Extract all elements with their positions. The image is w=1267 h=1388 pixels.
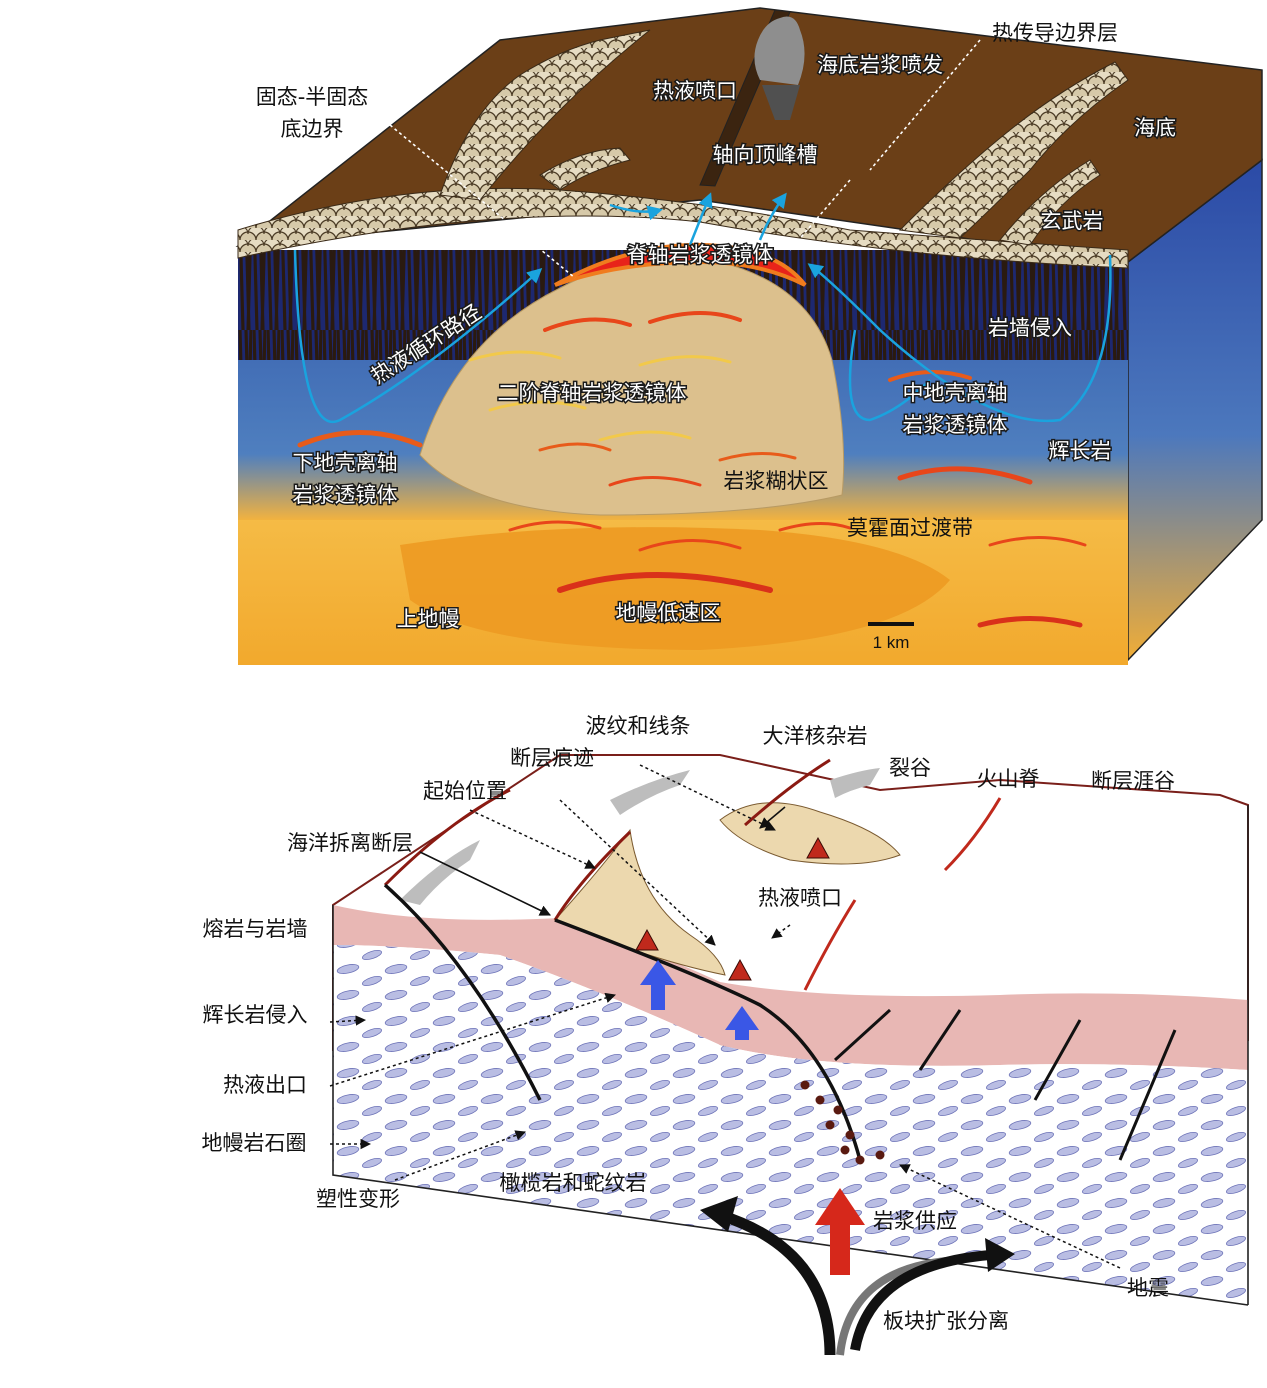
label-hydrothermal-outlet: 热液出口 (223, 1073, 307, 1097)
label-rift: 裂谷 (889, 756, 931, 780)
top-block-diagram (235, 7, 1263, 665)
label-mush-zone: 岩浆糊状区 (724, 469, 829, 493)
eruption-plume (754, 16, 805, 120)
label-ripples: 波纹和线条 (586, 714, 691, 738)
label-solid-boundary-2: 底边界 (281, 117, 344, 141)
plate-separation-arrows (700, 1196, 1015, 1356)
vent-triangles (635, 836, 830, 981)
label-low-velocity-zone: 地幔低速区 (616, 601, 721, 625)
fault-faces (400, 768, 880, 905)
valley-faults (833, 1008, 1177, 1161)
upwelling-arrows (640, 960, 759, 1040)
label-axial-trough: 轴向顶峰槽 (713, 143, 818, 167)
label-mid-crust-lens-2: 岩浆透镜体 (903, 413, 1008, 437)
label-fault-trace: 断层痕迹 (510, 746, 594, 770)
label-mantle-lithosphere: 地幔岩石圈 (202, 1131, 307, 1155)
top-pointer-lines (389, 39, 981, 279)
label-detachment-fault: 海洋拆离断层 (287, 831, 413, 855)
label-seafloor-eruption: 海底岩浆喷发 (817, 53, 943, 77)
pillow-lava-flows (237, 29, 1129, 269)
bottom-block-diagram (329, 754, 1249, 1356)
label-moho: 莫霍面过渡带 (847, 516, 973, 540)
bottom-labels: 波纹和线条 大洋核杂岩 断层痕迹 裂谷 火山脊 断层涯谷 起始位置 海洋拆离断层… (202, 714, 1176, 1333)
label-fault-valley: 断层涯谷 (1091, 769, 1175, 793)
lava-dike-layer (333, 905, 1248, 1070)
label-basalt: 玄武岩 (1041, 209, 1104, 233)
label-oceanic-core-complex: 大洋核杂岩 (763, 724, 868, 748)
label-magma-supply: 岩浆供应 (873, 1209, 957, 1233)
earthquake-dots (800, 1080, 885, 1165)
detachment-faults (383, 883, 862, 1161)
label-lava-dikes: 熔岩与岩墙 (203, 917, 308, 941)
volcanic-ridges (803, 797, 1002, 991)
label-hydrothermal-vent: 热液喷口 (653, 79, 737, 103)
label-peridotite: 橄榄岩和蛇纹岩 (500, 1171, 647, 1195)
top-labels: 固态-半固态 底边界 热液喷口 海底岩浆喷发 热传导边界层 海底 轴向顶峰槽 玄… (256, 21, 1178, 652)
solid-pointers (419, 806, 786, 916)
label-lower-crust-lens-2: 岩浆透镜体 (293, 483, 398, 507)
magma-supply-arrow (815, 1188, 865, 1275)
label-volcanic-ridge: 火山脊 (977, 767, 1040, 791)
label-plastic-deformation: 塑性变形 (316, 1187, 400, 1211)
label-scale: 1 km (873, 633, 910, 652)
magma-mush-zone (419, 256, 845, 516)
fault-scarps (383, 758, 831, 921)
label-start-position: 起始位置 (423, 779, 507, 803)
axial-melt-lens (554, 242, 807, 287)
label-thermal-boundary: 热传导边界层 (992, 21, 1118, 45)
label-seafloor: 海底 (1134, 116, 1176, 140)
bottom-pointer-lines (329, 764, 1121, 1269)
label-solid-boundary-1: 固态-半固态 (256, 85, 369, 109)
label-mid-crust-lens-1: 中地壳离轴 (903, 381, 1008, 405)
label-plate-separation: 板块扩张分离 (883, 1309, 1009, 1333)
label-axial-melt-lens: 脊轴岩浆透镜体 (627, 243, 774, 267)
label-earthquake: 地震 (1127, 1276, 1169, 1300)
mantle-low-velocity-zone (400, 527, 950, 650)
mantle-lithosphere-body (333, 945, 1248, 1305)
label-gabbro-intrusion: 辉长岩侵入 (203, 1003, 308, 1027)
hydrothermal-circulation-paths (293, 192, 1112, 423)
label-upper-mantle: 上地幔 (397, 607, 460, 631)
label-dike-intrusion: 岩墙侵入 (988, 316, 1072, 340)
melt-lenses (297, 311, 1087, 628)
label-secondary-lens: 二阶脊轴岩浆透镜体 (498, 381, 687, 405)
label-hydrothermal-vent-2: 热液喷口 (758, 886, 842, 910)
core-complex-surface-1 (554, 828, 726, 976)
label-gabbro: 辉长岩 (1049, 439, 1112, 463)
label-lower-crust-lens-1: 下地壳离轴 (293, 451, 398, 475)
scale-bar (868, 622, 914, 626)
